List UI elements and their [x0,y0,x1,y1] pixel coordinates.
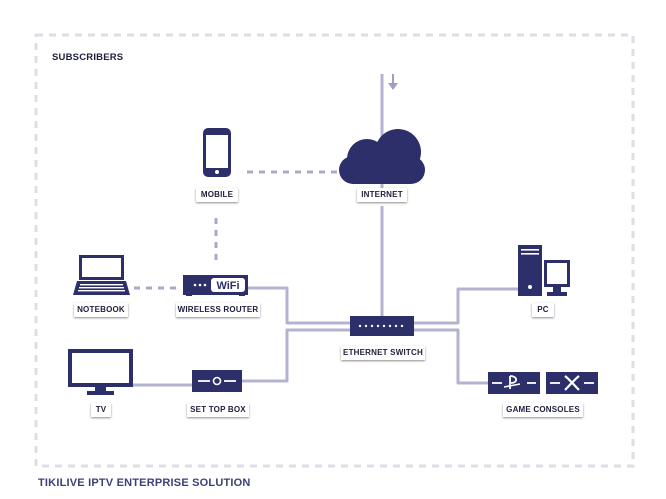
tv-label: TV [91,403,111,417]
solution-caption: TIKILIVE IPTV ENTERPRISE SOLUTION [38,477,251,489]
pc-label: PC [532,303,554,317]
switch-to-stb-line [242,328,350,383]
laptop-icon [73,255,130,295]
ethernet-switch-icon [350,316,414,336]
mobile-label: MOBILE [196,188,238,202]
playstation-icon [488,372,540,394]
subscribers-area-border [34,33,635,468]
game-consoles-label: GAME CONSOLES [503,403,583,417]
wireless-connections [134,170,340,290]
ethernet-switch-label: ETHERNET SWITCH [341,346,425,360]
notebook-label: NOTEBOOK [74,303,128,317]
xbox-icon [546,372,598,394]
switch-to-consoles-line [414,328,488,385]
wifi-router-icon: WiFi [183,275,248,296]
downlink-arrow-icon [388,74,398,90]
smartphone-icon [203,128,231,177]
tv-icon [68,349,133,395]
set-top-box-icon [192,370,242,392]
router-to-switch-line [248,286,350,325]
wifi-badge-text: WiFi [216,280,239,292]
desktop-pc-icon [518,245,570,296]
switch-to-pc-line [414,287,518,325]
internet-label: INTERNET [357,188,407,202]
wired-connections [133,74,518,387]
set-top-box-label: SET TOP BOX [187,403,249,417]
subscribers-area-title: SUBSCRIBERS [52,52,124,63]
wireless-router-label: WIRELESS ROUTER [176,303,260,317]
cloud-icon [339,129,425,184]
